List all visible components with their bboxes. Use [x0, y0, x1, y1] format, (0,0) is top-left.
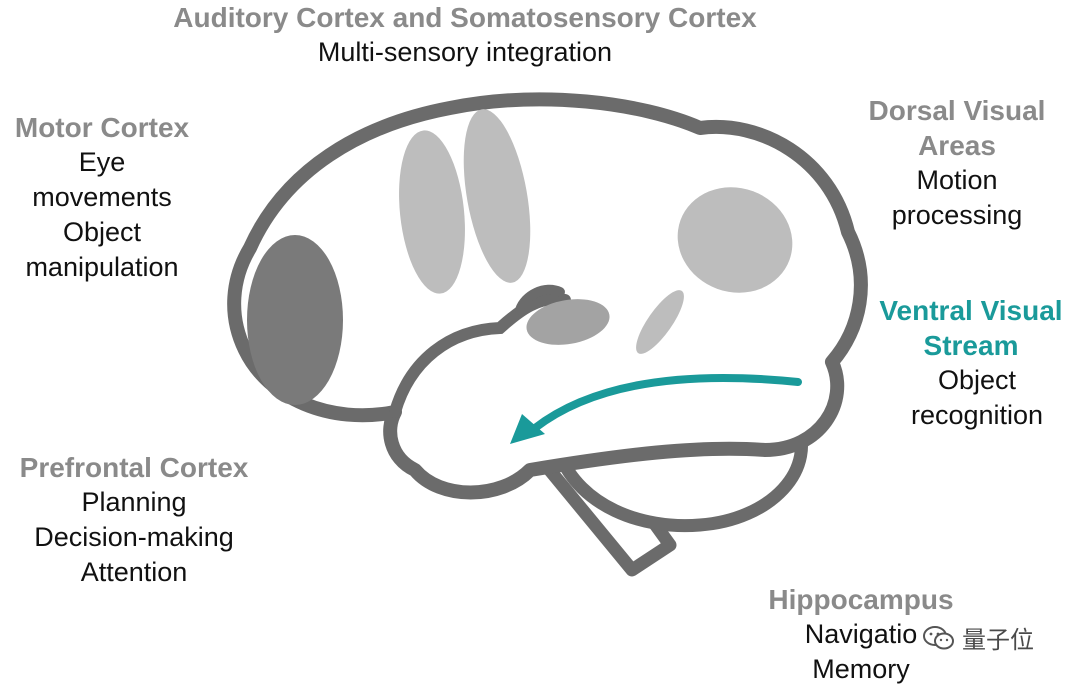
ventral-stream-arrow-line	[531, 373, 802, 432]
hippocampus-label: Hippocampus Navigatio Memory	[746, 582, 976, 687]
auditory-function: Multi-sensory integration	[317, 37, 613, 67]
dorsal-title-line-2: Areas	[918, 130, 996, 161]
mt-region	[636, 290, 684, 354]
prefrontal-title: Prefrontal Cortex	[19, 452, 249, 483]
auditory-region	[526, 299, 610, 345]
dorsal-label: Dorsal Visual Areas Motion processing	[846, 93, 1068, 233]
dorsal-visual-region	[677, 187, 793, 293]
motor-title: Motor Cortex	[14, 112, 190, 143]
prefrontal-region	[247, 235, 343, 405]
dorsal-title-line-1: Dorsal Visual	[868, 95, 1046, 126]
lateral-sulcus	[389, 293, 571, 418]
hippocampus-function-1: Navigatio	[804, 619, 918, 649]
dorsal-function-2: processing	[891, 200, 1023, 230]
prefrontal-function-3: Attention	[80, 557, 188, 587]
wechat-icon	[923, 625, 954, 649]
hippocampus-title: Hippocampus	[768, 584, 954, 615]
prefrontal-function-2: Decision-making	[34, 522, 234, 552]
ventral-function-2: recognition	[910, 400, 1044, 430]
prefrontal-label: Prefrontal Cortex Planning Decision-maki…	[0, 450, 268, 590]
ventral-stream-arrowhead	[510, 414, 545, 444]
prefrontal-function-1: Planning	[81, 487, 187, 517]
ventral-title-line-2: Stream	[923, 330, 1019, 361]
ventral-title-line-1: Ventral Visual	[879, 295, 1063, 326]
motor-function-4: manipulation	[25, 252, 179, 282]
auditory-label: Auditory Cortex and Somatosensory Cortex…	[120, 0, 810, 70]
motor-function-1: Eye	[78, 147, 126, 177]
motor-label: Motor Cortex Eye movements Object manipu…	[0, 110, 204, 285]
hippocampus-function-2: Memory	[812, 654, 910, 684]
watermark: 量子位	[922, 620, 1034, 655]
ventral-function-1: Object	[937, 365, 1017, 395]
motor-function-3: Object	[62, 217, 142, 247]
ventral-label: Ventral Visual Stream Object recognition	[862, 293, 1080, 433]
auditory-title: Auditory Cortex and Somatosensory Cortex	[173, 2, 757, 33]
motor-region	[399, 130, 465, 294]
watermark-text: 量子位	[962, 627, 1034, 654]
sulcus-detail	[515, 284, 565, 315]
motor-function-2: movements	[32, 182, 172, 212]
somatosensory-region	[463, 109, 531, 283]
dorsal-function-1: Motion	[916, 165, 998, 195]
